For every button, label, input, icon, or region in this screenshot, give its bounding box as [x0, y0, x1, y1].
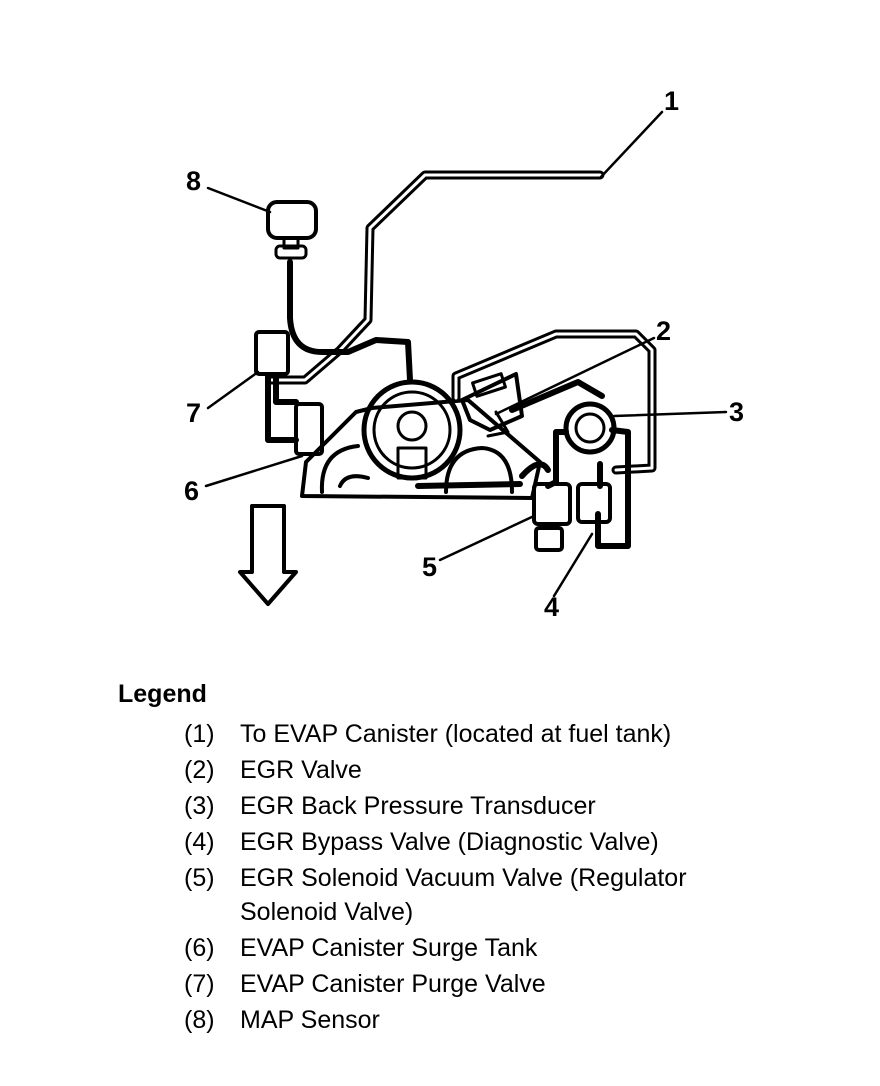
legend-item-text: EGR Back Pressure Transducer	[240, 792, 596, 820]
callout-6: 6	[184, 476, 199, 506]
legend-item-number: (5)	[184, 864, 215, 892]
solenoid-hose	[519, 461, 551, 479]
front-direction-arrow	[238, 504, 298, 606]
legend-item: (2) EGR Valve	[118, 753, 858, 787]
legend-item-number: (8)	[184, 1006, 215, 1034]
callout-8: 8	[186, 166, 201, 196]
egr-vacuum-hose	[451, 329, 657, 475]
callout-1: 1	[664, 86, 679, 116]
legend-item-number: (2)	[184, 756, 215, 784]
transducer-hose	[509, 379, 605, 413]
legend-item-text: EGR Bypass Valve (Diagnostic Valve)	[240, 828, 659, 856]
evap-surge-tank	[294, 402, 324, 456]
legend-item-text: EGR Solenoid Vacuum Valve (Regulator Sol…	[240, 864, 687, 926]
legend-item-text: MAP Sensor	[240, 1006, 380, 1034]
legend-item-text: To EVAP Canister (located at fuel tank)	[240, 720, 672, 748]
legend-item-number: (6)	[184, 934, 215, 962]
legend-item: (1) To EVAP Canister (located at fuel tan…	[118, 717, 858, 751]
legend-item: (5) EGR Solenoid Vacuum Valve (Regulator …	[118, 861, 858, 929]
manifold-runners	[319, 444, 523, 494]
legend-item: (3) EGR Back Pressure Transducer	[118, 789, 858, 823]
legend-item-text: EVAP Canister Purge Valve	[240, 970, 546, 998]
legend-item-number: (4)	[184, 828, 215, 856]
leader-lines	[204, 110, 728, 598]
vacuum-routing-diagram: 1 2 3 4 5 6 7 8	[184, 86, 744, 622]
bypass-valve-hose	[595, 427, 631, 549]
egr-bypass-valve	[576, 482, 612, 524]
map-sensor-hose	[287, 259, 413, 383]
transducer-to-valves-hose	[545, 429, 569, 489]
legend: Legend (1) To EVAP Canister (located at f…	[118, 680, 858, 1039]
callout-7: 7	[186, 398, 201, 428]
legend-title: Legend	[118, 680, 207, 708]
egr-solenoid-vacuum-valve	[532, 482, 572, 552]
back-pressure-transducer	[563, 401, 617, 455]
legend-item-text: EVAP Canister Surge Tank	[240, 934, 538, 962]
callout-2: 2	[656, 316, 671, 346]
evap-canister-hose	[265, 170, 605, 385]
callout-5: 5	[422, 552, 437, 582]
throttle-body	[361, 379, 463, 481]
legend-item: (8) MAP Sensor	[118, 1003, 858, 1037]
legend-item: (4) EGR Bypass Valve (Diagnostic Valve)	[118, 825, 858, 859]
legend-item: (6) EVAP Canister Surge Tank	[118, 931, 858, 965]
callout-labels: 1 2 3 4 5 6 7 8	[184, 86, 744, 622]
callout-3: 3	[729, 397, 744, 427]
egr-valve	[460, 372, 524, 438]
callout-4: 4	[544, 592, 559, 622]
map-sensor	[266, 200, 318, 260]
evap-purge-valve	[254, 330, 299, 443]
legend-item: (7) EVAP Canister Purge Valve	[118, 967, 858, 1001]
legend-item-text: EGR Valve	[240, 756, 362, 784]
legend-item-number: (7)	[184, 970, 215, 998]
legend-item-number: (3)	[184, 792, 215, 820]
legend-list: (1) To EVAP Canister (located at fuel tan…	[118, 717, 858, 1037]
legend-item-number: (1)	[184, 720, 215, 748]
